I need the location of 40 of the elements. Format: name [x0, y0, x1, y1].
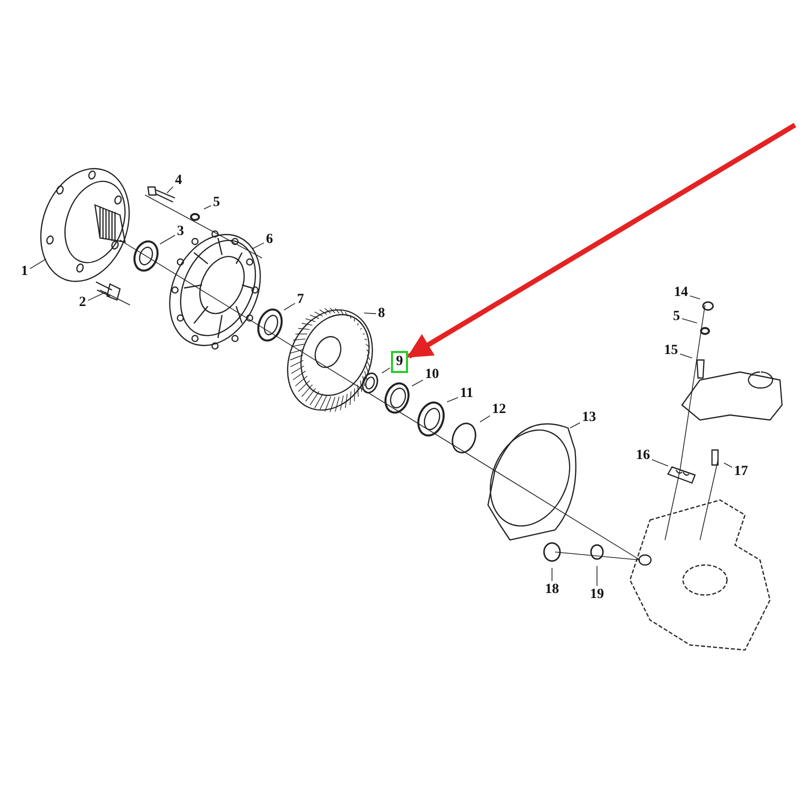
leader-line [652, 459, 668, 466]
callout-number: 2 [78, 295, 87, 311]
callout-number: 14 [673, 285, 689, 301]
callout-number: 9 [391, 351, 408, 373]
callout-number: 17 [733, 464, 749, 480]
callout-number: 7 [296, 292, 305, 308]
leader-line [690, 295, 700, 300]
leader-line [480, 415, 490, 422]
callout-number: 8 [377, 306, 386, 322]
callout-number: 10 [424, 367, 440, 383]
leader-line [204, 205, 212, 210]
callout-number: 1 [20, 264, 29, 280]
leader-line [88, 292, 106, 301]
leader-line [446, 397, 458, 402]
callout-number: 5 [672, 309, 681, 325]
callout-number: 6 [265, 232, 274, 248]
leader-line [252, 242, 264, 250]
leader-line [412, 380, 424, 386]
arrow [406, 122, 796, 358]
leader-line [596, 566, 598, 586]
leader-line [284, 302, 296, 310]
leader-line [570, 422, 580, 428]
leader-line [30, 258, 46, 270]
callout-number: 19 [589, 587, 605, 603]
leader-line [680, 354, 692, 358]
callout-number: 15 [663, 343, 679, 359]
callout-number: 3 [176, 224, 185, 240]
callout-number: 12 [491, 402, 507, 418]
callout-number: 18 [544, 582, 560, 598]
callout-number: 4 [174, 173, 183, 189]
callout-number: 13 [581, 410, 597, 426]
leader-line [166, 186, 174, 194]
leader-line [682, 318, 698, 324]
callout-number: 11 [459, 386, 474, 402]
callout-number: 16 [635, 448, 651, 464]
leader-line [364, 312, 376, 314]
leader-line [160, 234, 176, 244]
leader-line [724, 462, 732, 468]
callout-number: 5 [212, 195, 221, 211]
leader-line [382, 368, 390, 374]
